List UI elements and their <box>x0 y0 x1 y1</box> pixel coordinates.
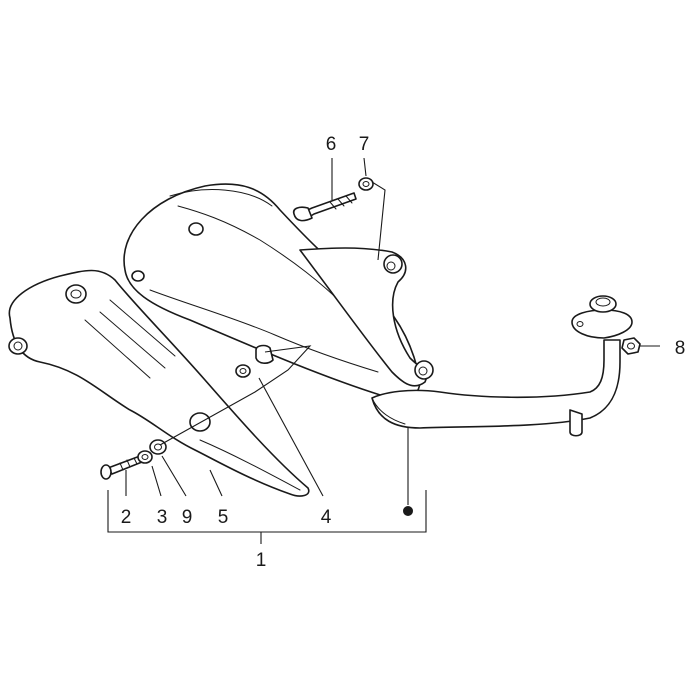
callout-4: 4 <box>321 507 332 528</box>
washer-part-4 <box>235 364 251 378</box>
exhaust-pipe <box>371 295 633 437</box>
nut-part-8 <box>621 337 641 355</box>
shield-mount-hole-left <box>8 337 28 355</box>
callout-8: 8 <box>675 338 686 359</box>
pipe-flange <box>571 309 633 339</box>
washer-part-3 <box>137 450 153 464</box>
callout-labels: 1 2 3 9 5 4 6 7 8 <box>121 134 686 571</box>
muffler-mount-hole-left <box>131 270 145 282</box>
muffler-mount-hole-top <box>188 222 204 236</box>
pipe-stub <box>569 409 583 437</box>
callout-5: 5 <box>218 507 229 528</box>
shield-mount-hole-top <box>65 284 87 304</box>
bracket-bolt-hole-lower <box>414 360 434 380</box>
screw-part-2 <box>100 455 143 480</box>
mounting-bracket <box>299 247 434 387</box>
hex-bolt-part-6 <box>292 192 357 222</box>
shield-mount-hole-lower <box>189 412 211 432</box>
leader-lines <box>107 157 427 544</box>
heat-shield <box>8 269 310 497</box>
assembly-axes <box>159 181 660 446</box>
callout-9: 9 <box>182 507 193 528</box>
washer-part-7 <box>358 177 374 191</box>
callout-2: 2 <box>121 507 132 528</box>
muffler-body <box>123 183 421 401</box>
callout-7: 7 <box>359 134 370 155</box>
spacer-part-4 <box>235 344 274 378</box>
callout-3: 3 <box>157 507 168 528</box>
callout-6: 6 <box>326 134 337 155</box>
callout-1: 1 <box>256 550 267 571</box>
washer-part-9 <box>149 439 167 455</box>
reference-dot <box>403 506 413 516</box>
bracket-bolt-hole-upper <box>383 254 403 274</box>
